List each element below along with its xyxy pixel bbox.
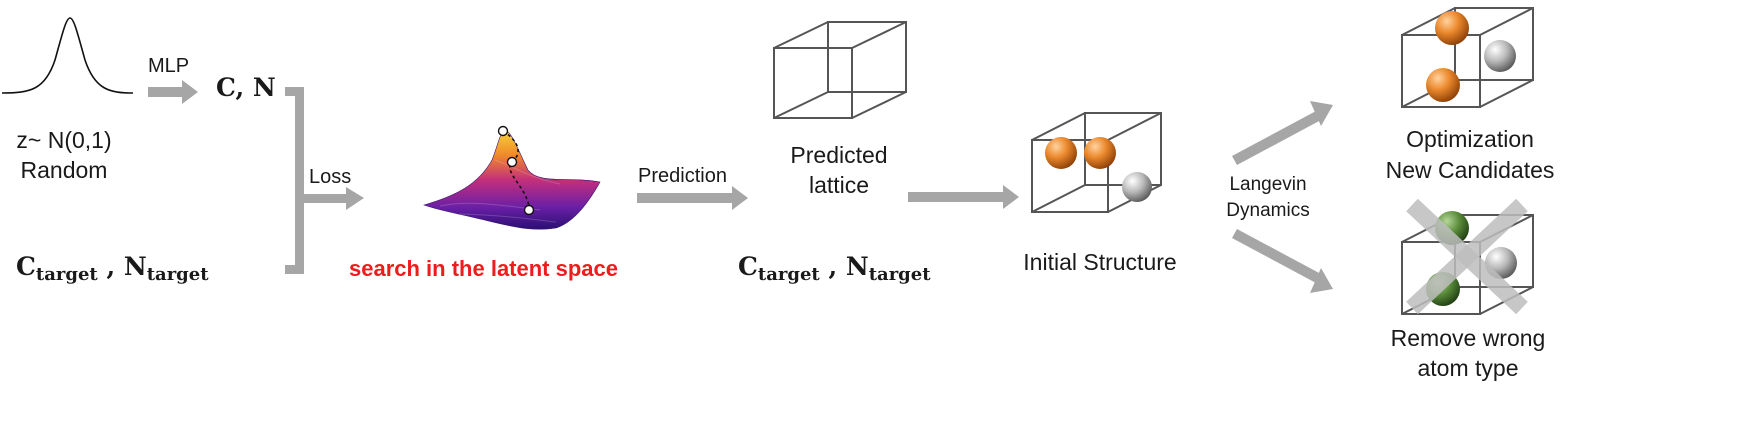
target-label-left: Ctarget , Ntarget <box>16 252 209 286</box>
orange-atom-icon <box>1084 137 1116 169</box>
predicted-label-line1: Predicted <box>790 142 888 168</box>
langevin-label-line1: Langevin <box>1229 174 1307 195</box>
trajectory-point <box>506 156 518 168</box>
remove-label-line2: atom type <box>1417 355 1519 381</box>
target-label-right: Ctarget , Ntarget <box>738 252 931 286</box>
gray-atom-icon <box>1484 40 1516 72</box>
orange-atom-icon <box>1426 68 1460 102</box>
remove-label-line1: Remove wrong <box>1390 325 1546 351</box>
prediction-arrow <box>637 186 748 210</box>
optimization-label-line2: New Candidates <box>1385 157 1555 183</box>
loss-bracket <box>285 87 364 274</box>
mlp-label: MLP <box>148 55 190 77</box>
trajectory-point <box>523 204 535 216</box>
lattice-to-structure-arrow <box>908 185 1019 209</box>
c-n-label: C, N <box>216 73 276 102</box>
removed-candidate-cube-icon <box>1401 198 1534 315</box>
reject-cross-icon <box>1406 198 1528 315</box>
langevin-label-line2: Dynamics <box>1226 200 1310 221</box>
mlp-arrow <box>148 80 198 104</box>
langevin-arrow-up <box>1232 101 1333 165</box>
predicted-label-line2: lattice <box>808 172 870 198</box>
lattice-cube-icon <box>773 21 907 119</box>
initial-structure-cube-icon <box>1031 112 1162 213</box>
optimized-candidate-cube-icon <box>1401 7 1534 108</box>
initial-structure-label: Initial Structure <box>1023 249 1177 275</box>
langevin-arrow-down <box>1232 229 1333 293</box>
gaussian-curve-icon <box>1 17 134 94</box>
random-label: Random <box>20 157 108 183</box>
prediction-label: Prediction <box>638 165 727 187</box>
orange-atom-icon <box>1045 137 1077 169</box>
search-latent-label: search in the latent space <box>349 256 618 281</box>
trajectory-point <box>497 125 509 137</box>
latent-space-surface <box>423 125 601 230</box>
optimization-label-line1: Optimization <box>1406 126 1534 152</box>
orange-atom-icon <box>1435 11 1469 45</box>
gray-atom-icon <box>1122 172 1152 202</box>
z-distribution-label: z~ N(0,1) <box>16 127 112 153</box>
loss-label: Loss <box>309 166 352 188</box>
